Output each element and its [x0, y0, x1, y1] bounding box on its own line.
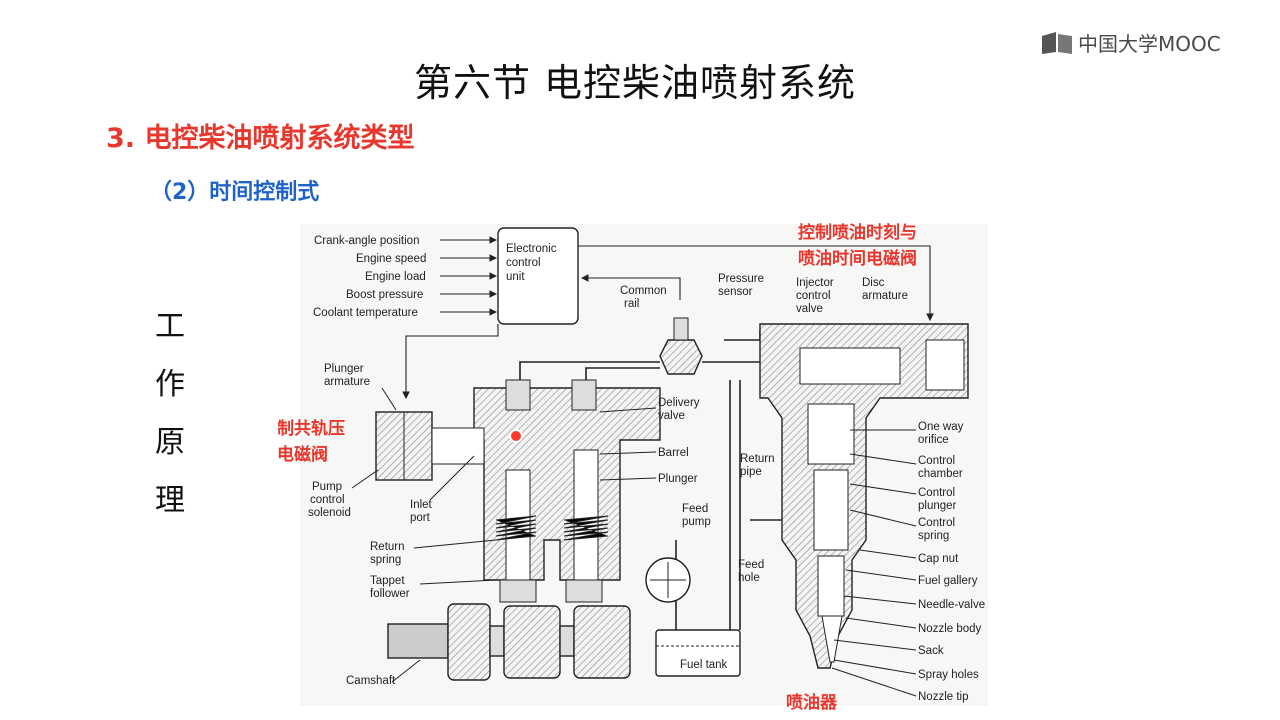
input-label: Boost pressure	[346, 289, 423, 301]
svg-text:Cap nut: Cap nut	[918, 553, 959, 565]
slide-title: 第六节 电控柴油喷射系统	[413, 61, 857, 105]
camshaft-label: Camshaft	[346, 675, 396, 687]
input-label: Crank-angle position	[314, 235, 419, 247]
fuel-tank-label: Fuel tank	[680, 659, 728, 671]
barrel-label: Barrel	[658, 447, 689, 459]
pressure-sensor	[673, 317, 689, 341]
section-heading: 3. 电控柴油喷射系统类型	[106, 123, 415, 154]
input-label: Engine speed	[356, 253, 426, 265]
ecu-box	[497, 227, 579, 325]
svg-text:Nozzle body: Nozzle body	[918, 623, 982, 635]
red-label-injector: 喷油器	[786, 692, 838, 712]
logo-text: 中国大学MOOC	[1078, 32, 1221, 56]
side-char: 作	[155, 367, 185, 402]
red-label-injector-solenoid: 控制喷油时刻与	[798, 222, 917, 243]
svg-text:Needle-valve: Needle-valve	[918, 599, 985, 611]
plunger-label: Plunger	[658, 473, 698, 485]
svg-text:Spray holes: Spray holes	[918, 669, 979, 681]
svg-text:Nozzle tip: Nozzle tip	[918, 691, 969, 703]
camshaft	[387, 603, 631, 681]
common-rail-diagram: Electronic control unit Crank-angle positi…	[278, 222, 988, 712]
pump-element-2	[573, 449, 599, 581]
sensor-inputs	[440, 236, 498, 316]
red-label-rail-solenoid: 力电磁阀	[278, 444, 328, 465]
svg-text:Sack: Sack	[918, 645, 944, 657]
ecu-label: unit	[506, 271, 525, 283]
sub-heading: （2）时间控制式	[150, 180, 320, 205]
svg-text:控制喷油时刻与喷油时间电磁阀: 控制喷油时刻与喷油时间电磁阀	[798, 222, 917, 269]
red-label-rail-solenoid: 控制共轨压	[278, 418, 345, 439]
fuel-tank	[655, 629, 741, 677]
input-label: Coolant temperature	[313, 307, 418, 319]
ecu-label: Electronic	[506, 243, 557, 255]
side-char: 理	[155, 483, 185, 518]
svg-text:Fuel gallery: Fuel gallery	[918, 575, 978, 587]
side-char: 原	[155, 425, 185, 460]
svg-text:控制共轨压力电磁阀: 控制共轨压力电磁阀	[278, 418, 345, 465]
side-vertical-text: 工 作 原 理	[150, 298, 190, 530]
red-label-injector-solenoid: 喷油时间电磁阀	[798, 248, 917, 269]
mooc-logo-icon	[1042, 31, 1072, 54]
input-label: Engine load	[365, 271, 426, 283]
common-rail	[659, 339, 703, 375]
ecu-label: control	[506, 257, 541, 269]
marker-dot	[509, 429, 523, 443]
mooc-logo: 中国大学MOOC	[1040, 28, 1221, 57]
side-char: 工	[155, 309, 185, 344]
